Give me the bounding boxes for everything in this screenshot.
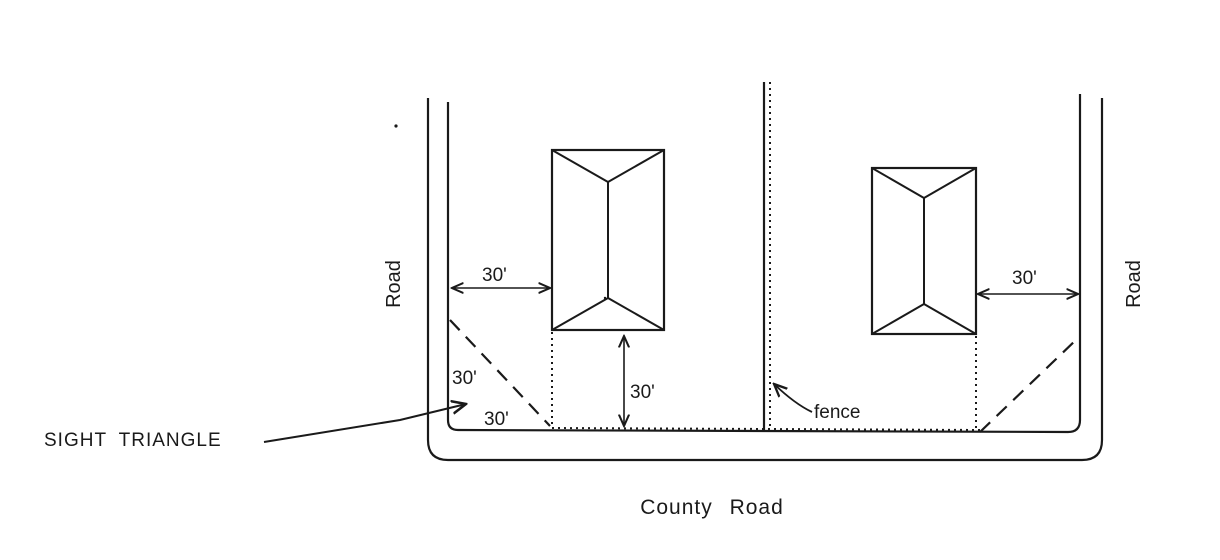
fence-label: fence	[814, 402, 860, 423]
left-house	[550, 148, 666, 332]
outer-road-edge	[426, 98, 1104, 462]
county-road-label: County Road	[640, 496, 784, 519]
speck-mark	[394, 124, 398, 128]
speck-mark	[603, 296, 607, 300]
left-setback-dimension: 30'	[482, 265, 507, 286]
right-sight-triangle-hypotenuse	[979, 337, 1079, 433]
triangle-horizontal-leg-dimension: 30'	[484, 409, 509, 430]
left-sight-triangle-hypotenuse	[449, 319, 551, 427]
sight-triangle-label: SIGHT TRIANGLE	[44, 430, 222, 451]
right-road-label: Road	[1123, 260, 1145, 308]
right-house	[870, 166, 978, 336]
left-road-label: Road	[383, 260, 405, 308]
triangle-vertical-leg-dimension: 30'	[452, 368, 477, 389]
fence-leader-arrow	[774, 384, 813, 413]
front-setback-dimension: 30'	[630, 382, 655, 403]
right-setback-dimension: 30'	[1012, 268, 1037, 289]
sight-triangle-leader-arrow	[263, 404, 466, 443]
